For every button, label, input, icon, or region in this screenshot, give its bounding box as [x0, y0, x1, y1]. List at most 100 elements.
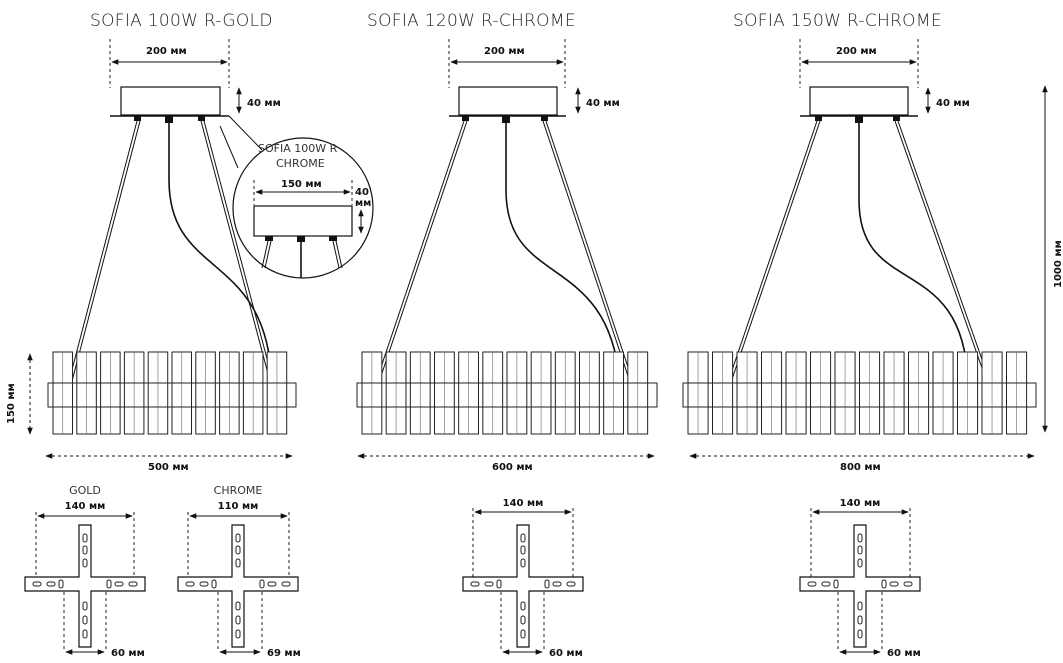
- slot: [267, 581, 277, 587]
- slot: [520, 545, 526, 555]
- canopy-3: [809, 86, 909, 116]
- canopy-2: [458, 86, 558, 116]
- ring-diameter-label-1: 500 мм: [148, 462, 189, 473]
- slot: [185, 581, 195, 587]
- inset-title-line2: CHROME: [276, 157, 325, 170]
- slot: [211, 579, 217, 589]
- model-title-1: SOFIA 100W R-GOLD: [90, 11, 273, 31]
- slot: [235, 629, 241, 639]
- slot: [82, 615, 88, 625]
- bracket-3: 140 мм 60 мм: [462, 498, 584, 659]
- slot: [520, 601, 526, 611]
- model-3-drawing: 200 мм 40 мм 800 мм 1000 мм: [682, 39, 1063, 473]
- bracket-4: 140 мм 60 мм: [799, 498, 921, 659]
- canopy-width-label-1: 200 мм: [146, 46, 187, 57]
- cross-plate: [24, 524, 146, 648]
- ring-band-outline: [682, 382, 1037, 408]
- slot: [566, 581, 576, 587]
- canopy-width-label-2: 200 мм: [484, 46, 525, 57]
- slot: [857, 629, 863, 639]
- cross-plate: [462, 524, 584, 648]
- slot: [520, 558, 526, 568]
- slot: [903, 581, 913, 587]
- slot: [235, 558, 241, 568]
- slot: [259, 579, 265, 589]
- model-title-3: SOFIA 150W R-CHROME: [733, 11, 942, 31]
- bracket-width-label: 140 мм: [840, 498, 881, 509]
- crystal-ring-3: [682, 351, 1037, 435]
- total-height-label: 1000 мм: [1053, 240, 1063, 288]
- slot: [857, 558, 863, 568]
- ring-diameter-label-2: 600 мм: [492, 462, 533, 473]
- slot: [281, 581, 291, 587]
- bracket-width-label: 110 мм: [218, 501, 259, 512]
- model-1-drawing: 200 мм 40 мм 500 мм 150 мм: [6, 39, 297, 473]
- bracket-gap-label: 60 мм: [549, 648, 583, 659]
- slot: [857, 545, 863, 555]
- slot: [106, 579, 112, 589]
- canopy-height-label-3: 40 мм: [936, 98, 970, 109]
- canopy-height-label-2: 40 мм: [586, 98, 620, 109]
- bracket-width-label: 140 мм: [503, 498, 544, 509]
- slot: [520, 533, 526, 543]
- mounting-brackets: GOLD 140 мм 60 мм CHROME 110 мм 69 мм 140 мм 60…: [24, 484, 921, 659]
- slot: [114, 581, 124, 587]
- bracket-2: CHROME 110 мм 69 мм: [177, 484, 301, 659]
- slot: [889, 581, 899, 587]
- slot: [881, 579, 887, 589]
- model-2-drawing: 200 мм 40 мм 600 мм: [356, 39, 658, 473]
- slot: [235, 615, 241, 625]
- slot: [128, 581, 138, 587]
- ring-height-label-1: 150 мм: [6, 383, 17, 424]
- inset-title-line1: SOFIA 100W R: [258, 142, 338, 155]
- slot: [32, 581, 42, 587]
- slot: [82, 533, 88, 543]
- slot: [82, 601, 88, 611]
- slot: [857, 601, 863, 611]
- slot: [484, 581, 494, 587]
- slot: [46, 581, 56, 587]
- slot: [552, 581, 562, 587]
- bracket-width-label: 140 мм: [65, 501, 106, 512]
- bracket-label: GOLD: [69, 484, 101, 497]
- model-title-2: SOFIA 120W R-CHROME: [367, 11, 576, 31]
- slot: [235, 533, 241, 543]
- crystal-ring-2: [356, 351, 658, 435]
- bracket-gap-label: 60 мм: [111, 648, 145, 659]
- ring-band-outline: [47, 382, 297, 408]
- canopy-width-label-3: 200 мм: [836, 46, 877, 57]
- slot: [807, 581, 817, 587]
- ring-diameter-label-3: 800 мм: [840, 462, 881, 473]
- slot: [520, 629, 526, 639]
- cross-plate: [799, 524, 921, 648]
- inset-height-line1: 40: [355, 187, 369, 198]
- canopy-1: [120, 86, 221, 116]
- slot: [857, 615, 863, 625]
- slot: [82, 545, 88, 555]
- inset-height-line2: мм: [355, 198, 371, 209]
- cross-plate: [177, 524, 299, 648]
- crystal-ring-1: [47, 351, 297, 435]
- slot: [82, 629, 88, 639]
- bracket-gap-label: 60 мм: [887, 648, 921, 659]
- slot: [82, 558, 88, 568]
- inset-detail: SOFIA 100W R CHROME 150 мм 40 мм: [219, 115, 374, 279]
- slot: [833, 579, 839, 589]
- bracket-1: GOLD 140 мм 60 мм: [24, 484, 146, 659]
- inset-canopy: [253, 205, 353, 237]
- slot: [544, 579, 550, 589]
- slot: [520, 615, 526, 625]
- slot: [496, 579, 502, 589]
- slot: [857, 533, 863, 543]
- bracket-label: CHROME: [214, 484, 263, 497]
- slot: [235, 545, 241, 555]
- bracket-gap-label: 69 мм: [267, 648, 301, 659]
- ring-band-outline: [356, 382, 658, 408]
- inset-width-label: 150 мм: [281, 179, 322, 190]
- canopy-height-label-1: 40 мм: [247, 98, 281, 109]
- slot: [199, 581, 209, 587]
- slot: [235, 601, 241, 611]
- slot: [821, 581, 831, 587]
- slot: [470, 581, 480, 587]
